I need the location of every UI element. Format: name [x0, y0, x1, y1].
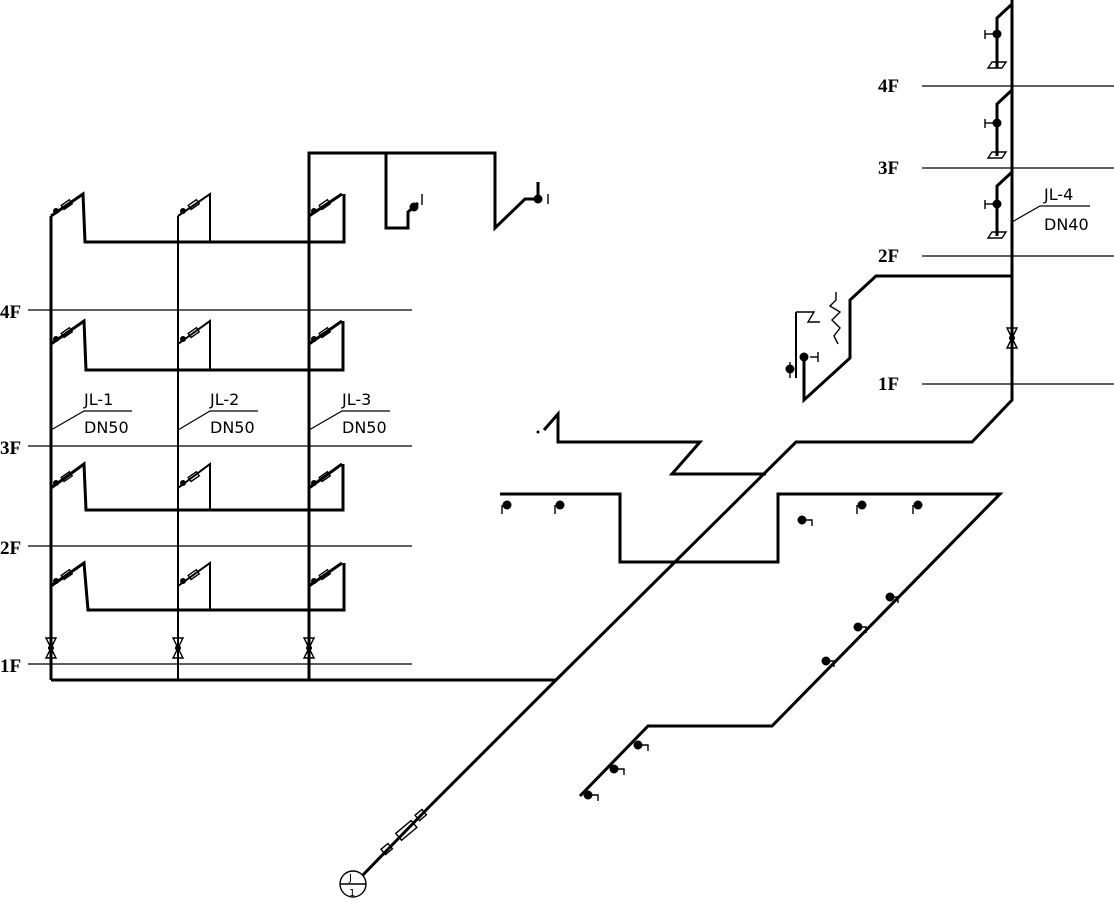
floor-label-4f-right: 4F: [878, 76, 899, 97]
inlet-label-top: J: [348, 873, 352, 884]
riser-id-jl1: JL-1: [83, 390, 113, 409]
floor-label-2f-left: 2F: [0, 538, 21, 559]
inlet-meter-assembly: [380, 808, 428, 856]
riser-size-jl4: DN40: [1044, 215, 1089, 234]
riser-label-jl4: JL-4 DN40: [1011, 185, 1090, 234]
inlet-label-bottom: 1: [349, 888, 355, 899]
riser-label-jl2: JL-2 DN50: [177, 390, 258, 437]
riser-id-jl2: JL-2: [209, 390, 239, 409]
riser-id-jl4: JL-4: [1043, 185, 1073, 204]
floor-label-1f-right: 1F: [878, 374, 899, 395]
inlet-symbol: J 1: [339, 870, 367, 899]
riser-size-jl3: DN50: [342, 418, 387, 437]
floor-label-4f-left: 4F: [0, 302, 21, 323]
riser-size-jl1: DN50: [84, 418, 129, 437]
right-floor-lines: [922, 85, 1114, 385]
riser-size-jl2: DN50: [210, 418, 255, 437]
right-fixtures: [785, 29, 1019, 378]
right-riser-jl4: [358, 0, 1014, 880]
gate-valves-left: [44, 637, 316, 659]
riser-id-jl3: JL-3: [341, 390, 371, 409]
left-floor-lines: [28, 309, 412, 665]
ground-distribution: [500, 410, 1004, 798]
ground-fixtures: [502, 430, 923, 800]
floor-label-3f-right: 3F: [878, 158, 899, 179]
meter-symbols-left: [53, 198, 332, 584]
left-risers: [49, 151, 556, 682]
riser-label-jl1: JL-1 DN50: [50, 390, 132, 437]
riser-label-jl3: JL-3 DN50: [308, 390, 390, 437]
top-valves: [409, 194, 549, 212]
floor-label-1f-left: 1F: [0, 656, 21, 677]
ground-fixture-taps: [501, 505, 914, 801]
floor-label-3f-left: 3F: [0, 438, 21, 459]
floor-label-2f-right: 2F: [878, 246, 899, 267]
